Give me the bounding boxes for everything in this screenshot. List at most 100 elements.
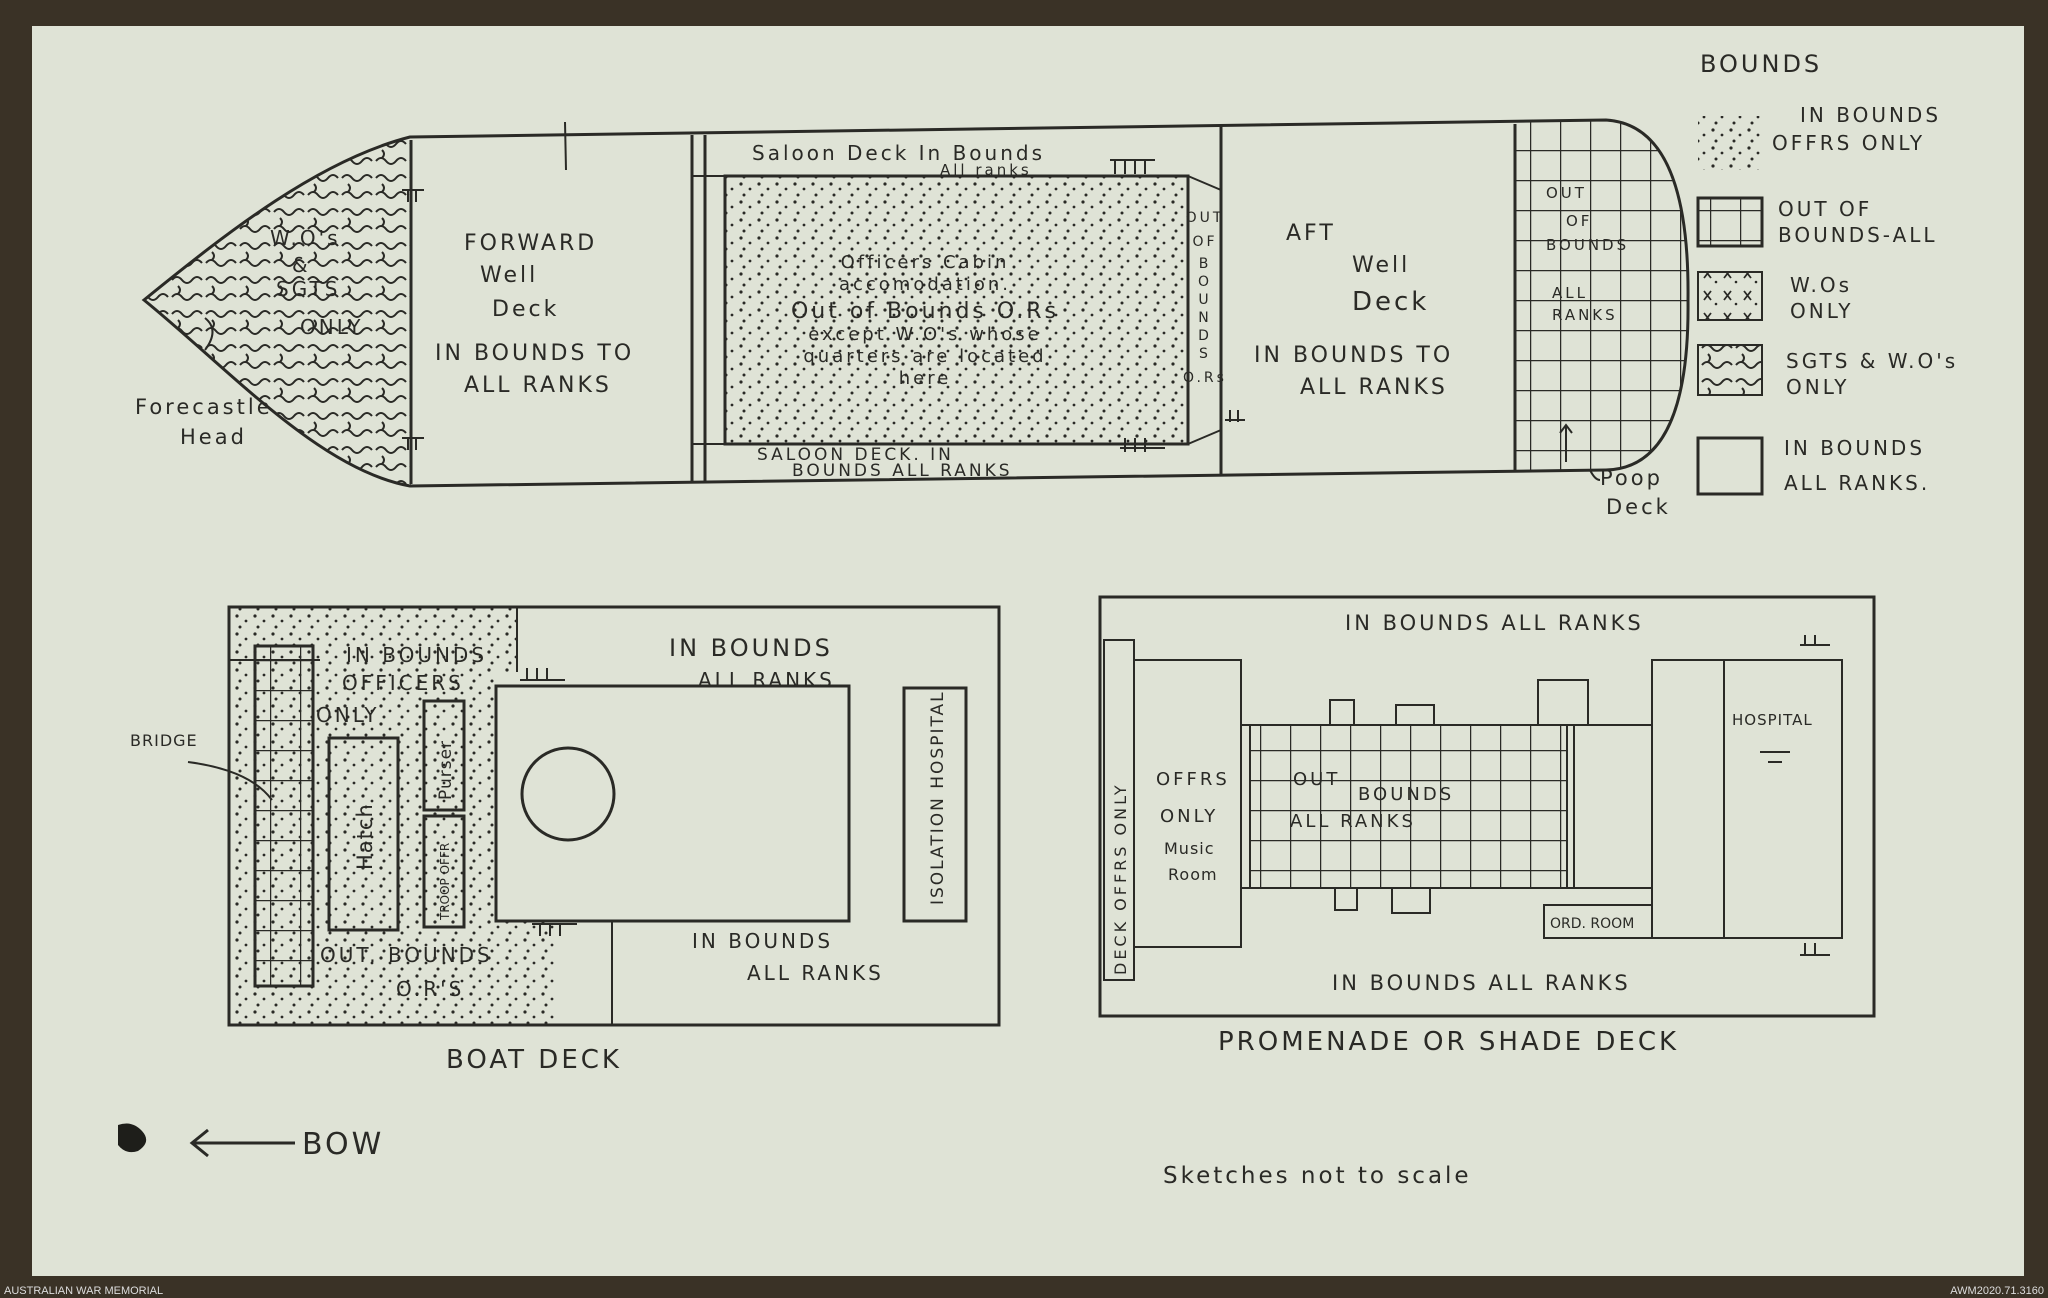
label-text: ALL RANKS: [1290, 811, 1416, 832]
label-text: Deck: [492, 297, 559, 322]
label-text: except W.O's whose: [808, 324, 1042, 345]
label-text: here: [899, 368, 952, 389]
label-text: BOUNDS ALL RANKS: [792, 461, 1013, 481]
not-to-scale-note: Sketches not to scale: [1163, 1163, 1472, 1189]
bow-arrow-icon: [189, 1128, 295, 1158]
legend: BOUNDS IN BOUNDS OFFRS ONLY OUT OF BOUND…: [1696, 50, 1958, 496]
legend-swatch-grid: [1696, 196, 1764, 248]
poop-out-of-bounds-label: OUT OF BOUNDS ALL RANKS: [1546, 184, 1629, 324]
isolation-hospital-box: [902, 686, 968, 923]
label-text: ONLY: [1160, 806, 1218, 827]
troop-offr-label: TROOP OFFR: [438, 843, 452, 921]
bridge-label: BRIDGE: [130, 731, 198, 750]
boat-deck-square: [494, 684, 851, 923]
isolation-hospital-label: ISOLATION HOSPITAL: [928, 690, 948, 905]
officers-cabin-label: Officers Cabin accomodation. Out of Boun…: [791, 252, 1056, 389]
legend-swatch-waves: [1697, 344, 1763, 396]
label-text: ONLY: [300, 315, 363, 339]
label-text: O.R'S: [396, 977, 464, 1001]
legend-swatch-crosses: [1697, 271, 1763, 321]
label-text: ALL RANKS: [1300, 375, 1448, 400]
label-text: IN BOUNDS TO: [1254, 343, 1453, 368]
legend-label: OUT OF: [1778, 197, 1872, 221]
aft-well-deck-label: AFT Well Deck IN BOUNDS TO ALL RANKS: [1254, 221, 1453, 400]
label-text: ALL: [1552, 284, 1588, 302]
label-text: Forecastle: [135, 395, 273, 419]
label-text: Well: [1352, 253, 1410, 278]
label-text: AFT: [1286, 221, 1336, 246]
officers-cabin-area: [723, 174, 1190, 446]
bow-wos-sgts-label: W.O's & SGTS ONLY: [270, 226, 363, 339]
label-text: &: [292, 253, 311, 277]
label-text: Deck: [1352, 287, 1429, 317]
label-text: W.O's: [270, 226, 341, 250]
forward-well-deck-label: FORWARD Well Deck IN BOUNDS TO ALL RANKS: [435, 231, 631, 398]
poop-deck-label: Poop Deck: [1600, 466, 1671, 519]
promenade-deck: IN BOUNDS ALL RANKS IN BOUNDS ALL RANKS …: [1098, 595, 1876, 1057]
boat-deck-outline: [227, 605, 1001, 1027]
label-text: OF: [1192, 234, 1217, 250]
saloon-deck-top-label: Saloon Deck In Bounds All ranks: [752, 141, 1042, 179]
out-of-bounds-grid: [1249, 724, 1568, 889]
out-bounds-ors-label: OUT. BOUNDS: [320, 943, 493, 967]
ord-room-box: [1543, 904, 1653, 939]
legend-label: BOUNDS-ALL: [1778, 223, 1938, 247]
label-text: O.Rs: [1183, 370, 1227, 386]
poop-out-of-bounds-area: [1515, 120, 1689, 486]
label-text: BOUNDS: [1358, 784, 1454, 805]
offrs-in-bounds-label: IN BOUNDS: [346, 643, 487, 667]
label-text: U: [1198, 292, 1211, 308]
boat-deck-title: BOAT DECK: [446, 1045, 622, 1075]
label-text: N: [1198, 310, 1211, 326]
label-text: ONLY: [316, 703, 379, 727]
label-text: OUT: [1186, 210, 1225, 226]
legend-label: W.Os: [1790, 273, 1852, 297]
promenade-deck-outline: [1098, 595, 1876, 1018]
ord-room-label: ORD. ROOM: [1550, 916, 1634, 932]
legend-swatch-dots: [1698, 116, 1762, 170]
legend-label: IN BOUNDS: [1784, 436, 1925, 460]
purser-box: [422, 699, 466, 812]
legend-label: SGTS & W.O's: [1786, 349, 1958, 373]
label-text: BOUNDS: [1546, 236, 1629, 254]
bow-label: BOW: [302, 1127, 384, 1162]
label-text: IN BOUNDS: [669, 634, 833, 662]
label-text: Head: [180, 425, 247, 449]
troop-offr-box: [422, 814, 466, 929]
label-text: quarters are located: [803, 346, 1046, 367]
music-room-box: [1133, 659, 1242, 948]
purser-label: Purser: [436, 740, 456, 800]
label-text: S: [1199, 346, 1211, 362]
hatch-label: Hatch: [353, 803, 377, 870]
legend-label: IN BOUNDS: [1800, 103, 1941, 127]
label-text: B: [1199, 256, 1212, 272]
legend-label: ONLY: [1790, 299, 1853, 323]
hull-outline: [141, 118, 1690, 488]
ink-blot: [118, 1123, 147, 1153]
label-text: ALL RANKS: [464, 373, 612, 398]
label-text: OUT: [1293, 769, 1340, 790]
label-text: OF: [1566, 212, 1592, 230]
promenade-deck-title: PROMENADE OR SHADE DECK: [1218, 1027, 1679, 1057]
hatch-box: [327, 736, 400, 932]
hospital-box: [1723, 659, 1843, 939]
ship-plan: W.O's & SGTS ONLY Forecastle Head FORWAR…: [135, 118, 1690, 519]
boat-deck: IN BOUNDS OFFICERS ONLY BRIDGE Hatch Pur…: [130, 605, 1001, 1075]
label-text: Music: [1164, 839, 1215, 858]
label-text: Room: [1168, 865, 1218, 884]
label-text: D: [1198, 328, 1212, 344]
label-text: Deck: [1606, 495, 1671, 519]
legend-label: OFFRS ONLY: [1772, 131, 1925, 155]
label-text: SALOON DECK. IN: [757, 445, 954, 465]
label-text: Well: [480, 263, 538, 288]
label-text: ALL RANKS: [747, 961, 884, 985]
legend-label: ALL RANKS.: [1784, 471, 1930, 495]
label-text: Poop: [1600, 466, 1663, 490]
archive-caption-right: AWM2020.71.3160: [1950, 1285, 2044, 1297]
bridge-grid: [253, 644, 315, 988]
label-text: RANKS: [1552, 306, 1618, 324]
legend-label: ONLY: [1786, 375, 1849, 399]
promenade-bottom-label: IN BOUNDS ALL RANKS: [1332, 971, 1631, 995]
funnel-circle: [520, 746, 616, 842]
